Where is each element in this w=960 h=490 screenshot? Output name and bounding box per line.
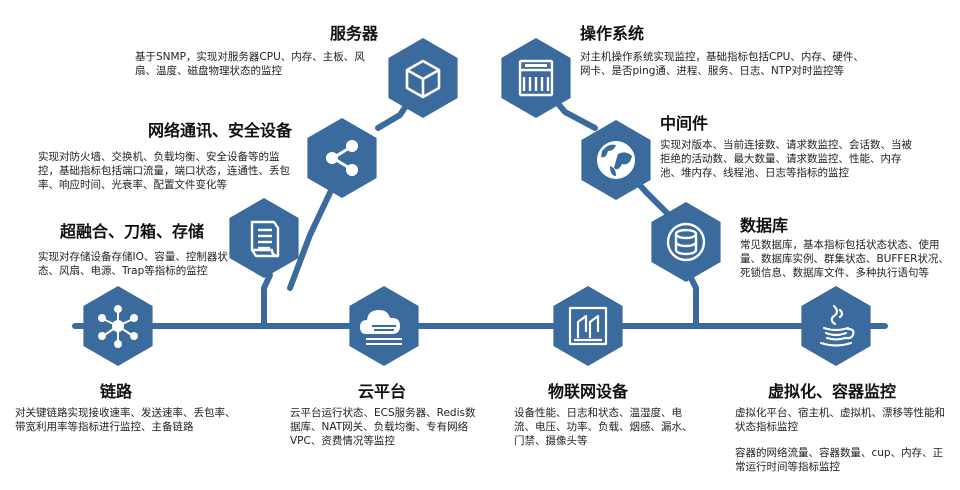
globe-icon [597,141,635,179]
desc-link: 对关键链路实现接收速率、发送速率、丢包率、带宽利用率等指标进行监控、主备链路 [15,407,236,433]
title-server: 服务器 [330,24,379,43]
title-link: 链路 [100,382,133,401]
cloud-icon [360,310,402,345]
database-icon [666,222,706,262]
desc-storage: 实现对存储设备存储IO、容量、控制器状态、风扇、电源、Trap等指标的监控 [38,251,228,277]
connector-lines [72,73,888,329]
hex-storage [229,198,299,278]
hex-iot [553,286,623,366]
title-network: 网络通讯、安全设备 [148,121,293,140]
hex-server [388,38,458,118]
hex-cloud [349,286,419,366]
share-icon [326,140,358,176]
iot-device-icon [568,306,608,346]
desc-os: 对主机操作系统实现监控，基础指标包括CPU、内存、硬件、网卡、是否ping通、进… [580,51,864,77]
hex-database [651,202,721,282]
hex-link [83,286,153,366]
hex-virtual [801,286,871,366]
desc-middleware: 实现对版本、当前连接数、请求数监控、会话数、当被拒绝的活动数、最大数量、请求数监… [660,139,912,179]
title-iot: 物联网设备 [548,382,629,401]
cube-icon [405,59,441,99]
window-icon [518,59,554,97]
title-virtual: 虚拟化、容器监控 [768,382,897,401]
desc-server: 基于SNMP，实现对服务器CPU、内存、主板、风扇、温度、磁盘物理状态的监控 [135,51,365,77]
desc-virtual-1: 虚拟化平台、宿主机、虚拟机、漂移等性能和状态指标监控 [735,407,945,433]
java-cup-icon [819,304,855,347]
title-cloud: 云平台 [358,382,407,401]
title-storage: 超融合、刀箱、存储 [60,222,205,241]
title-database: 数据库 [740,216,789,235]
desc-iot: 设备性能、日志和状态、温湿度、电流、电压、功率、负载、烟感、漏水、门禁、摄像头等 [514,407,693,447]
hub-icon [98,305,138,348]
hex-middleware [581,120,651,200]
scroll-icon [250,220,280,258]
desc-virtual-2: 容器的网络流量、容器数量、cup、内存、正常运行时间等指标监控 [735,447,944,473]
desc-database: 常见数据库，基本指标包括状态状态、使用量、数据库实例、群集状态、BUFFER状况… [740,239,949,279]
desc-network: 实现对防火墙、交换机、负载均衡、安全设备等的监控，基础指标包括端口流量，端口状态… [38,151,290,191]
desc-cloud: 云平台运行状态、ECS服务器、Redis数据库、NAT网关、负载均衡、专有网络V… [290,407,476,447]
hex-network [307,118,377,198]
hex-os [501,38,571,118]
title-os: 操作系统 [580,24,645,43]
title-middleware: 中间件 [660,114,709,133]
